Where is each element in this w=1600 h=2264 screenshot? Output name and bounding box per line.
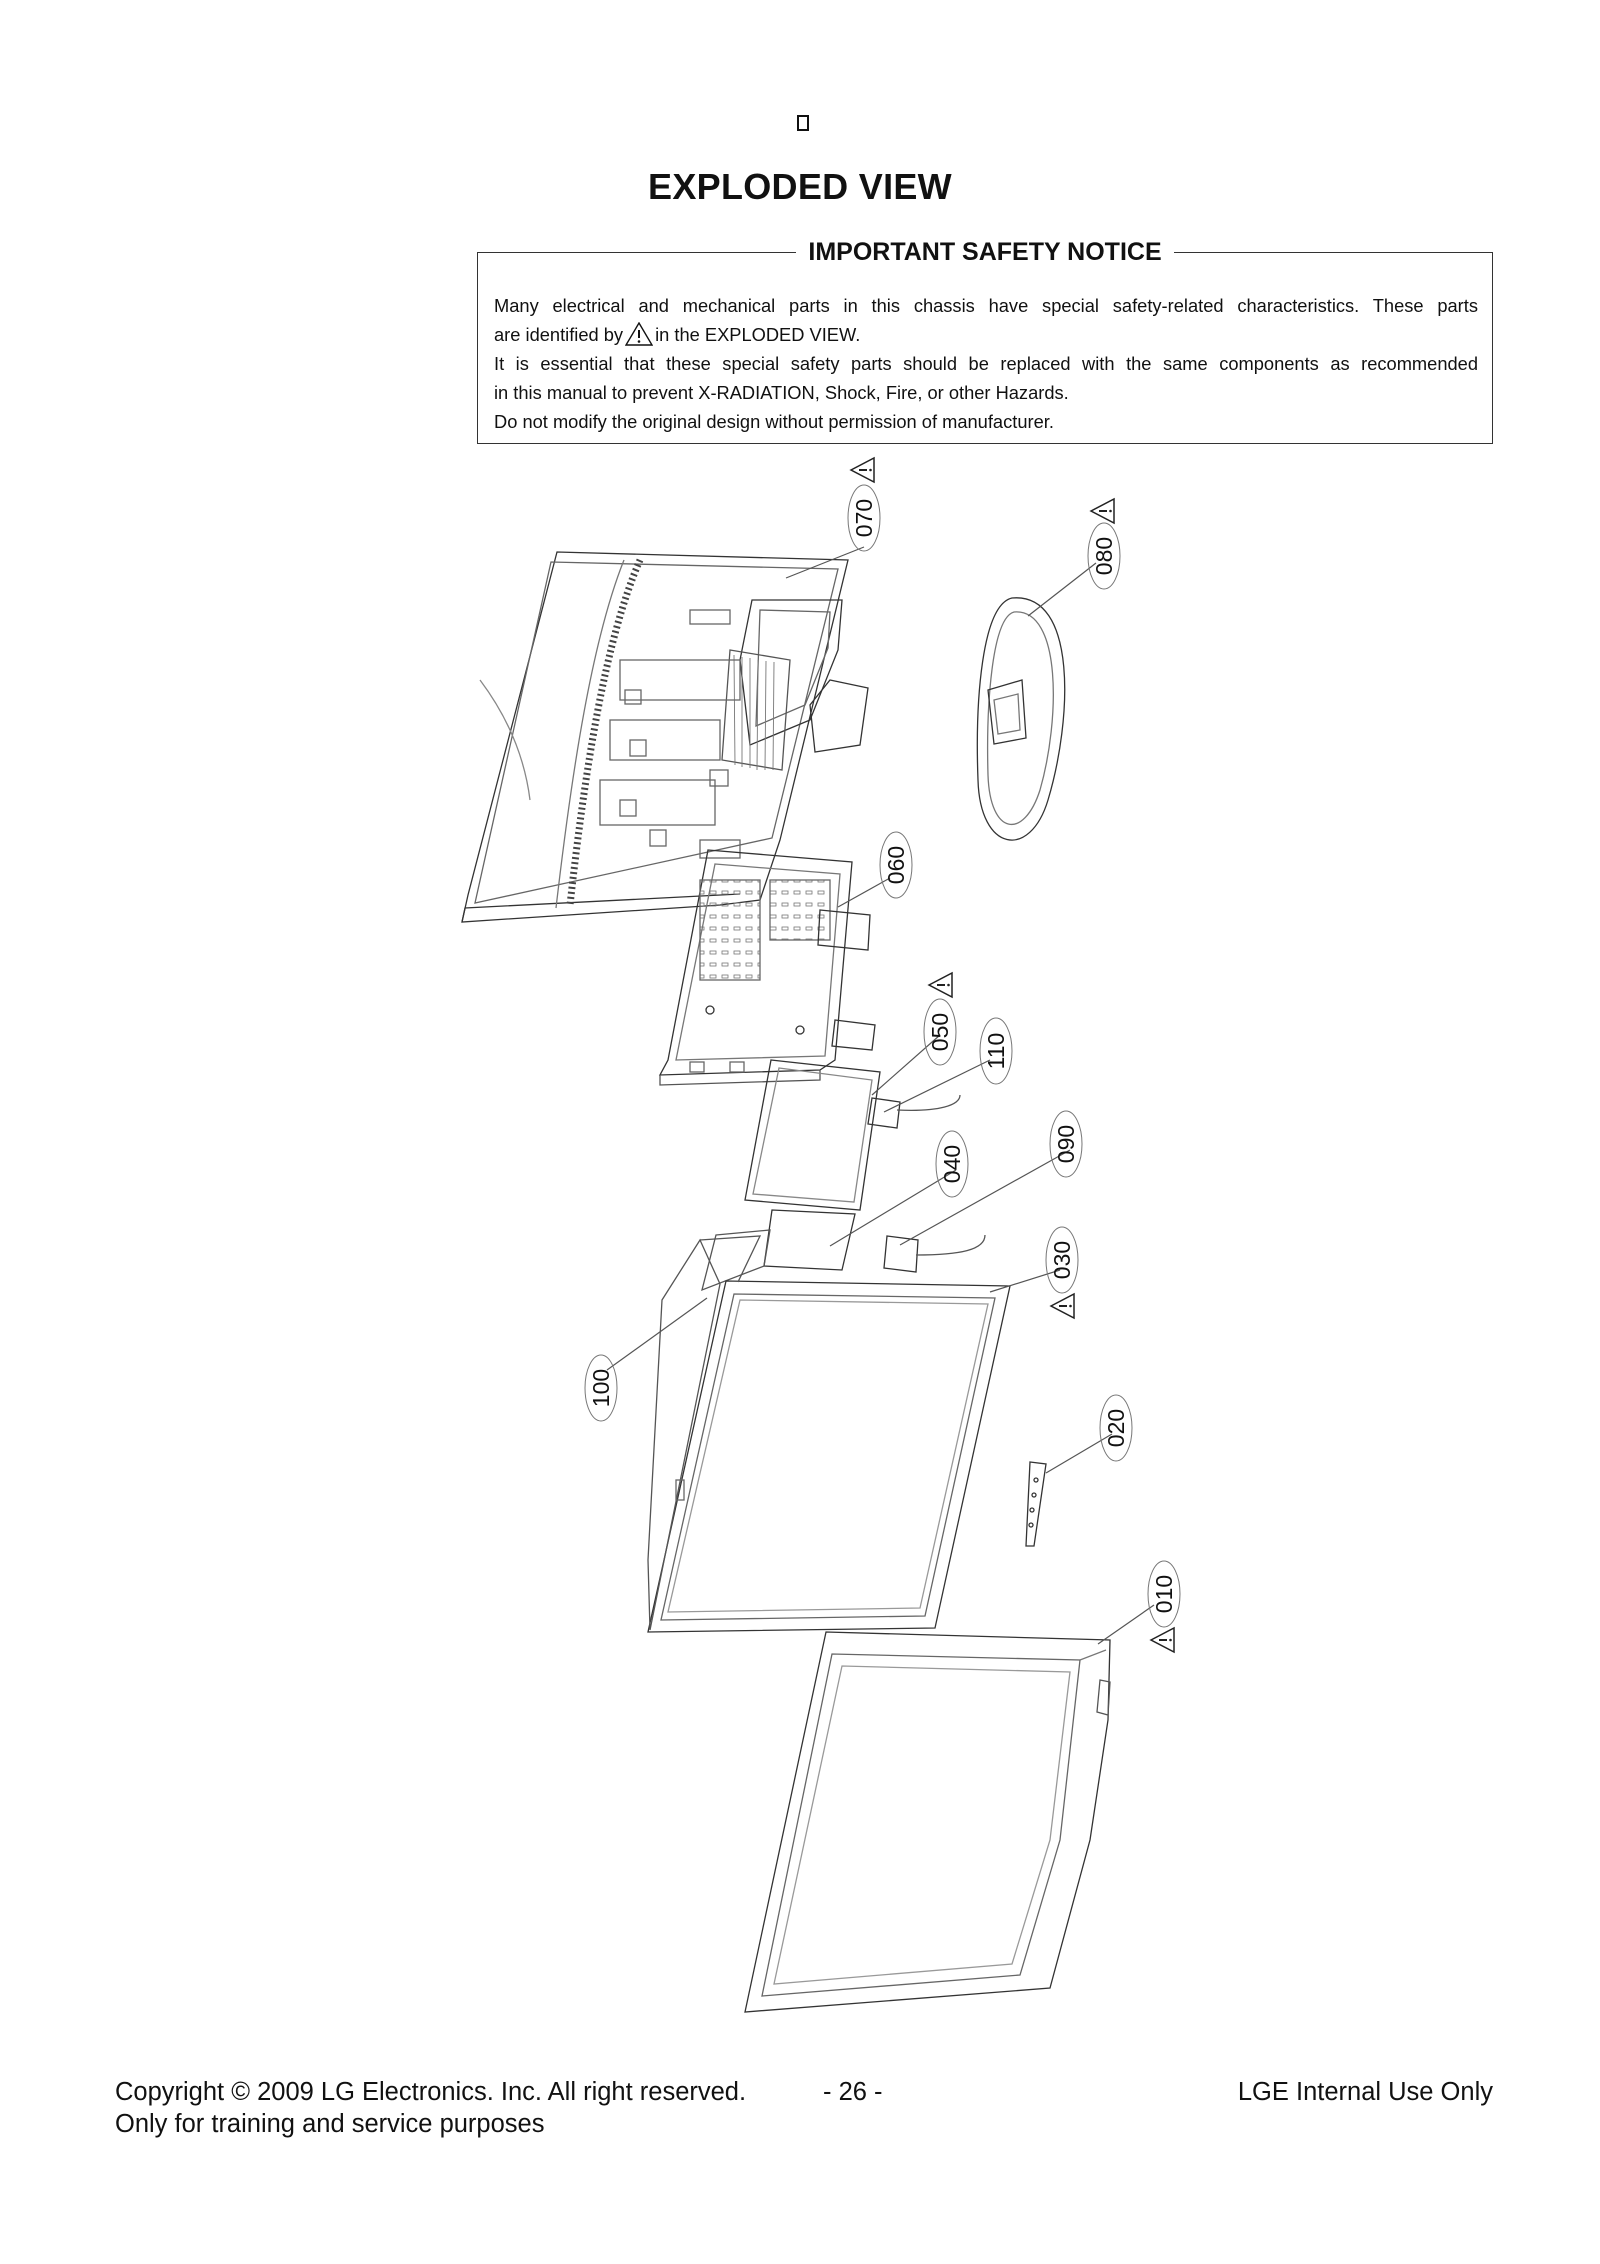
safety-notice-box: IMPORTANT SAFETY NOTICE Many electrical … [477, 238, 1493, 444]
stand-base-part [976, 597, 1066, 841]
part-label-060: 060 [883, 846, 909, 884]
warning-triangle-icon [1150, 1627, 1175, 1653]
part-label-070: 070 [851, 499, 877, 537]
shield-part [701, 1209, 856, 1292]
safety-notice-body: Many electrical and mechanical parts in … [494, 291, 1478, 436]
part-label-030: 030 [1049, 1241, 1075, 1279]
notice-line-4: in this manual to prevent X-RADIATION, S… [494, 382, 1069, 403]
safety-notice-heading: IMPORTANT SAFETY NOTICE [796, 238, 1174, 266]
page-title: EXPLODED VIEW [648, 166, 952, 207]
part-label-080: 080 [1091, 537, 1117, 575]
key-board-part [1025, 1461, 1047, 1547]
warning-triangle-icon [850, 457, 875, 483]
part-label-100: 100 [588, 1369, 614, 1407]
footer-copyright: Copyright © 2009 LG Electronics. Inc. Al… [115, 2078, 747, 2106]
warning-triangle-icon [1050, 1293, 1075, 1319]
part-label-050: 050 [927, 1013, 953, 1051]
cable-connector-part [883, 1234, 986, 1273]
notice-line-1: Many electrical and mechanical parts in … [494, 295, 1478, 316]
part-label-110: 110 [983, 1033, 1009, 1070]
main-frame-part [658, 849, 876, 1086]
notice-line-5: Do not modify the original design withou… [494, 411, 1054, 432]
notice-line-3: It is essential that these special safet… [494, 353, 1478, 374]
header-glyph [797, 115, 809, 131]
back-cover-part [461, 551, 869, 923]
part-label-040: 040 [939, 1145, 965, 1183]
footer-purpose: Only for training and service purposes [115, 2110, 545, 2138]
warning-triangle-icon [625, 322, 654, 346]
power-board-part [744, 1059, 961, 1211]
part-label-020: 020 [1103, 1409, 1129, 1447]
part-label-090: 090 [1053, 1125, 1079, 1163]
warning-triangle-icon [1090, 498, 1115, 524]
footer-internal-use: LGE Internal Use Only [1237, 2078, 1493, 2106]
front-cover-part [744, 1631, 1111, 2013]
warning-triangle-icon [928, 972, 953, 998]
lcd-panel-part [647, 1235, 1011, 1633]
part-label-010: 010 [1151, 1575, 1177, 1613]
footer-page-number: - 26 - [823, 2078, 883, 2106]
